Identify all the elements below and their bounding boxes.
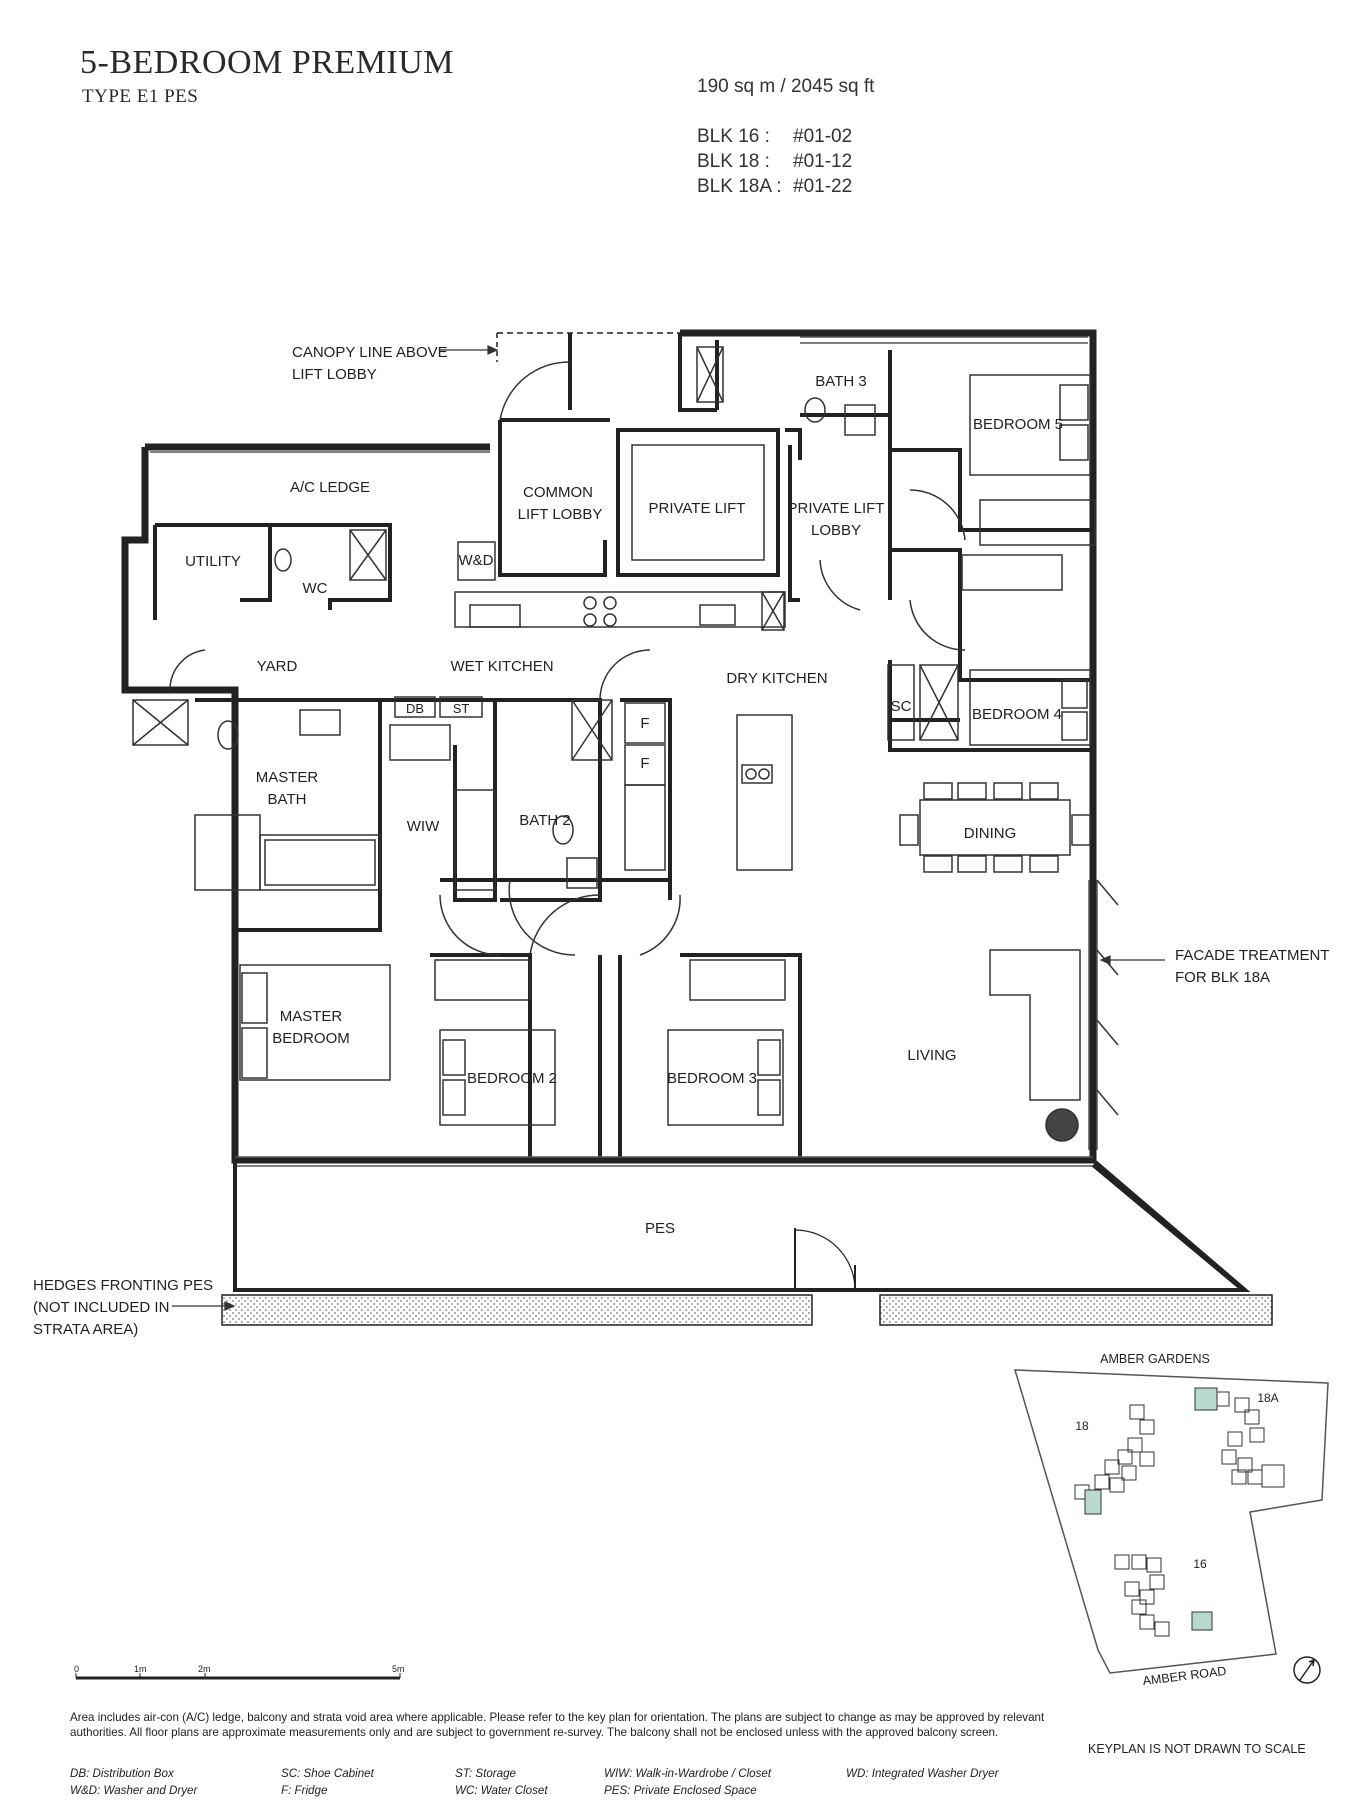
- room-label: UTILITY: [185, 553, 241, 570]
- keyplan-top-label: AMBER GARDENS: [1100, 1352, 1210, 1366]
- legend-item: F: Fridge: [281, 1784, 328, 1797]
- unit-block: BLK 16 :: [697, 126, 770, 147]
- room-label: A/C LEDGE: [290, 479, 370, 496]
- legend-column: WIW: Walk-in-Wardrobe / Closet PES: Priv…: [604, 1765, 771, 1799]
- legend-item: ST: Storage: [455, 1767, 517, 1780]
- compass-icon: [1293, 1656, 1321, 1684]
- keyplan: AMBER GARDENS AMBER ROAD 18 18A 16: [1013, 1352, 1329, 1688]
- room-label: W&D: [459, 552, 494, 569]
- scale-label: 0: [74, 1664, 79, 1674]
- disclaimer: Area includes air-con (A/C) ledge, balco…: [70, 1711, 1045, 1739]
- unit-block: BLK 18 :: [697, 151, 770, 172]
- room-label: MASTER: [280, 1008, 343, 1025]
- callout-hedges: HEDGES FRONTING PES: [33, 1277, 213, 1294]
- pes-area: [233, 1158, 1251, 1292]
- unit-list: BLK 16 : #01-02 BLK 18 : #01-12 BLK 18A : #…: [697, 124, 852, 199]
- keyplan-block-label: 18A: [1257, 1391, 1278, 1405]
- unit-number: #01-22: [793, 176, 853, 197]
- legend-item: W&D: Washer and Dryer: [70, 1784, 198, 1797]
- keyplan-note: KEYPLAN IS NOT DRAWN TO SCALE: [1088, 1742, 1306, 1756]
- legend-item: SC: Shoe Cabinet: [281, 1767, 374, 1780]
- unit-row: BLK 18 : #01-12: [697, 149, 852, 174]
- room-label: LIVING: [907, 1047, 956, 1064]
- room-label: PRIVATE LIFT: [649, 500, 746, 517]
- unit-row: BLK 18A : #01-22: [697, 174, 852, 199]
- legend-column: WD: Integrated Washer Dryer: [846, 1765, 999, 1782]
- callout-labels: CANOPY LINE ABOVE LIFT LOBBY FACADE TREA…: [33, 344, 1329, 1338]
- callout-canopy: CANOPY LINE ABOVE: [292, 344, 448, 361]
- room-label: PRIVATE LIFT: [788, 500, 885, 517]
- callout-facade: FOR BLK 18A: [1175, 969, 1270, 986]
- unit-area: 190 sq m / 2045 sq ft: [697, 76, 875, 97]
- legend-item: PES: Private Enclosed Space: [604, 1784, 757, 1797]
- callout-hedges: STRATA AREA): [33, 1321, 138, 1338]
- room-label: BATH: [268, 791, 307, 808]
- room-label: WC: [303, 580, 328, 597]
- hedge-strip: [879, 1294, 1273, 1326]
- keyplan-highlight: [1084, 1387, 1218, 1631]
- keyplan-block-label: 18: [1075, 1419, 1089, 1433]
- unit-type: TYPE E1 PES: [82, 86, 199, 107]
- legend-item: WIW: Walk-in-Wardrobe / Closet: [604, 1767, 772, 1780]
- room-label: WET KITCHEN: [450, 658, 553, 675]
- room-label: BATH 3: [815, 373, 866, 390]
- room-label: BEDROOM 2: [467, 1070, 557, 1087]
- scale-bar: 0 1m 2m 5m: [74, 1664, 405, 1680]
- room-label: LOBBY: [811, 522, 861, 539]
- legend-column: SC: Shoe Cabinet F: Fridge: [281, 1765, 374, 1799]
- room-label: F: [640, 755, 649, 772]
- room-label: BATH 2: [519, 812, 570, 829]
- legend-item: DB: Distribution Box: [70, 1767, 174, 1780]
- scale-label: 2m: [198, 1664, 211, 1674]
- unit-number: #01-02: [793, 126, 853, 147]
- callout-canopy: LIFT LOBBY: [292, 366, 377, 383]
- fixtures: [132, 346, 1096, 1142]
- unit-number: #01-12: [793, 151, 853, 172]
- room-label: MASTER: [256, 769, 319, 786]
- callout-leaders: [172, 345, 1165, 1311]
- legend-item: WD: Integrated Washer Dryer: [846, 1767, 999, 1780]
- room-label: DRY KITCHEN: [726, 670, 827, 687]
- keyplan-block-label: 16: [1193, 1557, 1207, 1571]
- hedge-strip: [221, 1294, 813, 1326]
- room-label: COMMON: [523, 484, 593, 501]
- facade-fins: [1096, 879, 1119, 1116]
- room-label: BEDROOM 3: [667, 1070, 757, 1087]
- scale-label: 1m: [134, 1664, 147, 1674]
- room-labels: A/C LEDGE UTILITY WC W&D YARD WET KITCHE…: [185, 373, 1063, 1237]
- room-label: DINING: [964, 825, 1017, 842]
- room-label: PES: [645, 1220, 675, 1237]
- room-label: ST: [453, 701, 470, 716]
- room-label: BEDROOM: [272, 1030, 350, 1047]
- room-label: WIW: [407, 818, 440, 835]
- exterior-walls: [121, 329, 1097, 1164]
- room-label: BEDROOM 4: [972, 706, 1062, 723]
- callout-facade: FACADE TREATMENT: [1175, 947, 1329, 964]
- legend-column: ST: Storage WC: Water Closet: [455, 1765, 548, 1799]
- room-label: F: [640, 715, 649, 732]
- window-lines: [150, 336, 1098, 1167]
- unit-block: BLK 18A :: [697, 176, 782, 197]
- room-label: LIFT LOBBY: [518, 506, 603, 523]
- room-label: DB: [406, 701, 424, 716]
- room-label: BEDROOM 5: [973, 416, 1063, 433]
- room-label: YARD: [257, 658, 298, 675]
- callout-hedges: (NOT INCLUDED IN: [33, 1299, 169, 1316]
- room-label: SC: [891, 698, 912, 715]
- scale-label: 5m: [392, 1664, 405, 1674]
- unit-row: BLK 16 : #01-02: [697, 124, 852, 149]
- page-title: 5-BEDROOM PREMIUM: [80, 44, 455, 81]
- legend-item: WC: Water Closet: [455, 1784, 548, 1797]
- legend-column: DB: Distribution Box W&D: Washer and Dry…: [70, 1765, 197, 1799]
